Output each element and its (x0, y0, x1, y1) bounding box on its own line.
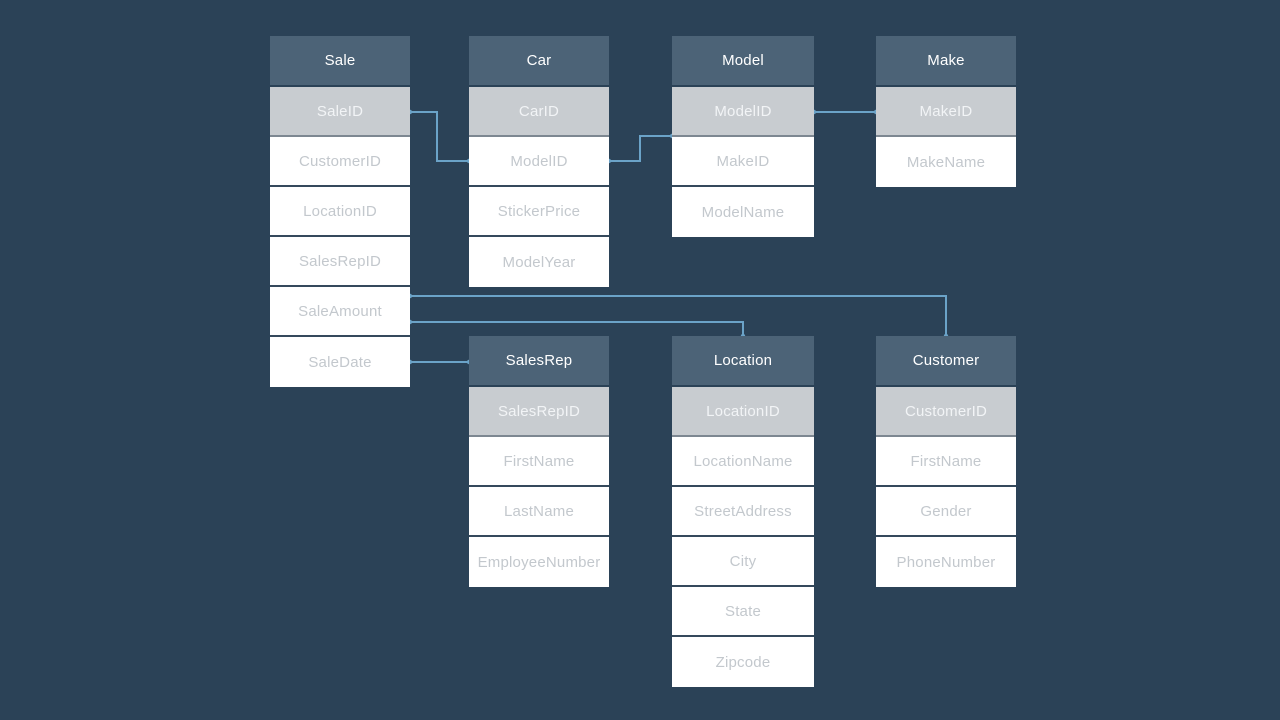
entity-field[interactable]: MakeID (672, 137, 814, 187)
entity-field[interactable]: SaleAmount (270, 287, 410, 337)
entity-field[interactable]: City (672, 537, 814, 587)
relationship-line-sale-car (410, 111, 469, 162)
entity-field[interactable]: Gender (876, 487, 1016, 537)
entity-field[interactable]: LastName (469, 487, 609, 537)
entity-field[interactable]: StreetAddress (672, 487, 814, 537)
relationship-line-car-model (609, 135, 672, 162)
entity-field[interactable]: ModelID (469, 137, 609, 187)
primary-key-field[interactable]: LocationID (672, 387, 814, 437)
primary-key-field[interactable]: CustomerID (876, 387, 1016, 437)
entity-field[interactable]: MakeName (876, 137, 1016, 187)
entity-field[interactable]: Zipcode (672, 637, 814, 687)
primary-key-field[interactable]: MakeID (876, 87, 1016, 137)
entity-field[interactable]: LocationID (270, 187, 410, 237)
entity-title: SalesRep (469, 336, 609, 387)
entity-field[interactable]: FirstName (876, 437, 1016, 487)
entity-title: Customer (876, 336, 1016, 387)
primary-key-field[interactable]: SalesRepID (469, 387, 609, 437)
entity-title: Model (672, 36, 814, 87)
entity-field[interactable]: State (672, 587, 814, 637)
relationship-line-sale-customer (410, 295, 947, 336)
entity-field[interactable]: SaleDate (270, 337, 410, 387)
entity-field[interactable]: PhoneNumber (876, 537, 1016, 587)
entity-field[interactable]: StickerPrice (469, 187, 609, 237)
primary-key-field[interactable]: ModelID (672, 87, 814, 137)
entity-field[interactable]: ModelName (672, 187, 814, 237)
entity-field[interactable]: SalesRepID (270, 237, 410, 287)
primary-key-field[interactable]: SaleID (270, 87, 410, 137)
entity-field[interactable]: LocationName (672, 437, 814, 487)
entity-title: Location (672, 336, 814, 387)
entity-field[interactable]: FirstName (469, 437, 609, 487)
entity-field[interactable]: EmployeeNumber (469, 537, 609, 587)
entity-title: Make (876, 36, 1016, 87)
entity-title: Sale (270, 36, 410, 87)
primary-key-field[interactable]: CarID (469, 87, 609, 137)
entity-field[interactable]: ModelYear (469, 237, 609, 287)
entity-field[interactable]: CustomerID (270, 137, 410, 187)
entity-title: Car (469, 36, 609, 87)
relationship-line-sale-location (410, 321, 744, 336)
